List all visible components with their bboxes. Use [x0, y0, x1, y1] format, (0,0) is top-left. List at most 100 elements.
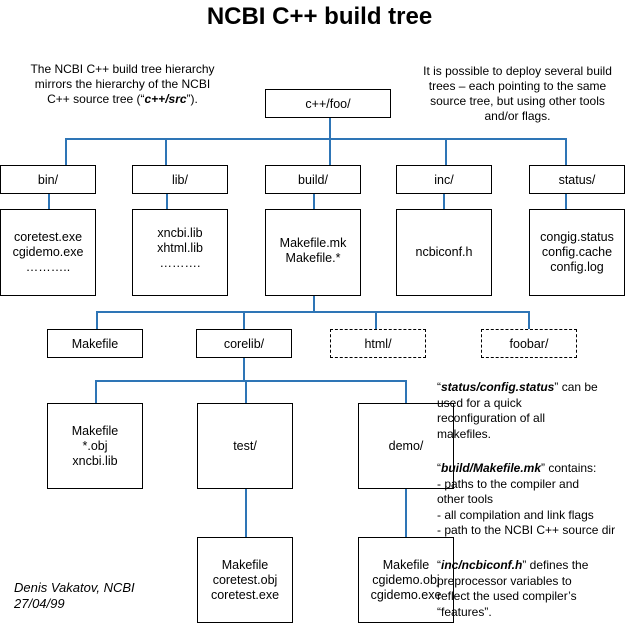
connector-lib — [165, 138, 167, 166]
note-left-line-3-suffix: ”). — [186, 92, 198, 106]
test-file-3: coretest.exe — [210, 588, 280, 602]
connector-lib-contents — [166, 194, 168, 210]
lib-file-1: xncbi.lib — [157, 226, 203, 240]
side-note-build-tail: ” contains: — [541, 461, 597, 475]
side-note-status-tail: ” can be — [554, 380, 598, 394]
connector-corelib — [243, 311, 245, 330]
note-left-line-3: C++ source tree (“c++/src”). — [10, 92, 235, 107]
side-note-status-head: “status/config.status” can be — [437, 380, 598, 396]
side-note-inc: “inc/ncbiconf.h” defines the preprocesso… — [437, 558, 588, 620]
side-note-status-quote: “ — [437, 380, 441, 394]
side-note-status-line-4: makefiles. — [437, 426, 492, 441]
build-file-2: Makefile.* — [285, 251, 341, 265]
connector-root-down — [329, 117, 331, 139]
side-note-status: “status/config.status” can be used for a… — [437, 380, 598, 442]
connector-inc-contents — [443, 194, 445, 210]
page-title: NCBI C++ build tree — [206, 3, 433, 30]
connector-demo — [405, 380, 407, 404]
connector-makefile — [96, 311, 98, 330]
connector-level1-bus — [65, 138, 566, 140]
connector-bin — [65, 138, 67, 166]
connector-demo-down — [405, 488, 407, 538]
side-note-status-line-3: reconfiguration of all — [437, 411, 546, 425]
build-file-1: Makefile.mk — [279, 236, 347, 250]
corelib-file-2: *.obj — [82, 439, 108, 453]
status-file-2: config.cache — [541, 245, 613, 259]
note-right-line-4: and/or flags. — [484, 109, 551, 123]
side-note-inc-path: inc/ncbiconf.h — [441, 558, 523, 572]
dir-corelib: corelib/ — [196, 329, 292, 358]
connector-level2-bus — [96, 311, 528, 313]
side-note-inc-tail: ” defines the — [522, 558, 589, 572]
dir-foobar: foobar/ — [481, 329, 577, 358]
dir-lib: lib/ — [132, 165, 228, 194]
side-note-build-path: build/Makefile.mk — [441, 461, 542, 475]
side-note-status-path: status/config.status — [441, 380, 555, 394]
dir-status: status/ — [529, 165, 625, 194]
status-file-1: congig.status — [540, 230, 614, 244]
connector-bin-contents — [48, 194, 50, 210]
dir-demo: demo/ — [358, 403, 454, 489]
inc-contents: ncbiconf.h — [396, 209, 492, 296]
note-right-line-2: trees – each pointing to the same — [428, 79, 607, 93]
side-note-build-line-3: other tools — [437, 492, 494, 506]
corelib-file-3: xncbi.lib — [72, 454, 118, 468]
corelib-contents: Makefile *.obj xncbi.lib — [47, 403, 143, 489]
connector-inc — [445, 138, 447, 166]
connector-foobar — [528, 311, 530, 330]
status-contents: congig.status config.cache config.log — [529, 209, 625, 296]
bin-file-1: coretest.exe — [13, 230, 83, 244]
connector-build-down — [313, 296, 315, 312]
note-left-line-3-prefix: C++ source tree (“ — [47, 92, 145, 106]
lib-contents: xncbi.lib xhtml.lib ………. — [132, 209, 228, 296]
bin-file-more: ……….. — [25, 260, 71, 274]
corelib-file-1: Makefile — [71, 424, 119, 438]
note-left-line-1: The NCBI C++ build tree hierarchy — [30, 62, 215, 76]
demo-file-2: cgidemo.obj — [372, 573, 440, 587]
side-note-build-line-2: - paths to the compiler and — [437, 476, 580, 491]
signature-name: Denis Vakatov, NCBI — [14, 580, 135, 595]
build-contents: Makefile.mk Makefile.* — [265, 209, 361, 296]
signature: Denis Vakatov, NCBI 27/04/99 — [14, 580, 135, 612]
demo-contents: Makefile cgidemo.obj cgidemo.exe — [358, 537, 454, 623]
signature-date: 27/04/99 — [14, 596, 65, 611]
connector-test-down — [245, 488, 247, 538]
connector-build — [329, 138, 331, 166]
test-file-1: Makefile — [221, 558, 269, 572]
dir-inc: inc/ — [396, 165, 492, 194]
test-file-2: coretest.obj — [212, 573, 278, 587]
side-note-build-line-4: - all compilation and link flags — [437, 507, 594, 522]
side-note-inc-line-2: preprocessor variables to — [437, 573, 572, 588]
demo-file-1: Makefile — [382, 558, 430, 572]
note-left-source-path: c++/src — [144, 92, 187, 106]
lib-file-more: ………. — [159, 256, 201, 270]
connector-status — [565, 138, 567, 166]
dir-build: build/ — [265, 165, 361, 194]
side-note-inc-head: “inc/ncbiconf.h” defines the — [437, 558, 588, 574]
side-note-build-quote: “ — [437, 461, 441, 475]
note-left-line-2: mirrors the hierarchy of the NCBI — [34, 77, 211, 91]
bin-contents: coretest.exe cgidemo.exe ……….. — [0, 209, 96, 296]
connector-corelib-files — [95, 380, 97, 404]
note-right: It is possible to deploy several build t… — [405, 64, 630, 124]
side-note-build-head: “build/Makefile.mk” contains: — [437, 461, 615, 477]
dir-root: c++/foo/ — [265, 89, 391, 118]
connector-html — [375, 311, 377, 330]
status-file-3: config.log — [550, 260, 604, 274]
note-right-line-1: It is possible to deploy several build — [423, 64, 612, 78]
dir-html: html/ — [330, 329, 426, 358]
note-right-line-3: source tree, but using other tools — [430, 94, 605, 108]
demo-file-3: cgidemo.exe — [370, 588, 442, 602]
connector-level3-bus — [95, 380, 407, 382]
dir-bin: bin/ — [0, 165, 96, 194]
connector-status-contents — [565, 194, 567, 210]
side-note-build: “build/Makefile.mk” contains: - paths to… — [437, 461, 615, 539]
note-left: The NCBI C++ build tree hierarchy mirror… — [10, 62, 235, 107]
dir-test: test/ — [197, 403, 293, 489]
side-note-inc-line-4: “features”. — [437, 604, 492, 619]
test-contents: Makefile coretest.obj coretest.exe — [197, 537, 293, 623]
lib-file-2: xhtml.lib — [157, 241, 203, 255]
connector-build-contents — [313, 194, 315, 210]
connector-test — [245, 380, 247, 404]
side-note-build-line-5: - path to the NCBI C++ source dir — [437, 523, 616, 537]
